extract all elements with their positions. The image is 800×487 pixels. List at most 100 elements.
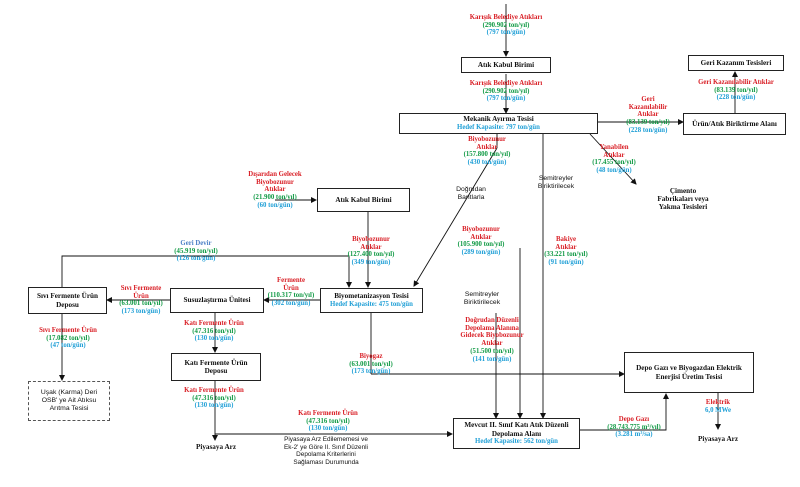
flow-name: Biyobozunur <box>468 136 506 143</box>
flow-name: Doğrudan Düzenli <box>465 317 519 324</box>
flow-value-day: (797 ton/gün) <box>486 29 526 37</box>
box-capacity: Hedef Kapasite: 797 ton/gün <box>457 123 540 131</box>
flow-value-day: (430 ton/gün) <box>467 159 507 167</box>
arrow-mekanik-biyomet <box>413 147 498 287</box>
label-bakiye: Bakiye Atıklar (33.221 ton/yıl) (91 ton/… <box>533 236 599 267</box>
flow-value-day: (3.281 m³/sa) <box>615 431 653 439</box>
label-top-input: Karışık Belediye Atıkları (290.902 ton/y… <box>456 14 556 37</box>
box-atik-kabul-2: Atık Kabul Birimi <box>317 188 410 212</box>
label-kati-fermente-2: Katı Fermente Ürün (47.316 ton/yıl) (130… <box>176 387 252 410</box>
flow-value-day: (228 ton/gün) <box>716 94 756 102</box>
flow-name: Biyobozunur <box>256 178 294 186</box>
flow-name: Gidecek Biyobozunur <box>460 332 524 340</box>
box-urun-alani: Ürün/Atık Biriktirme Alanı <box>683 113 786 135</box>
label-biyobozunur-right: Biyobozunur Atıklar (105.900 ton/yıl) (2… <box>446 226 516 257</box>
note-text: Semitreyler <box>538 175 574 182</box>
label-piyasa-arz-2: Piyasaya Arz <box>683 435 753 443</box>
box-label: Katı Fermente Ürün Deposu <box>184 358 248 375</box>
box-geri-kazanim: Geri Kazanım Tesisleri <box>688 55 784 71</box>
flow-name: Kazanılabilir <box>628 103 668 111</box>
label-dogrudan-duzenli: Doğrudan Düzenli Depolama Alanına Gidece… <box>444 317 540 363</box>
flow-name: Sıvı Fermente <box>120 285 162 292</box>
label-kati-fermente-3: Katı Fermente Ürün (47.316 ton/yıl) (130… <box>290 410 366 433</box>
box-susuzlastirma: Susuzlaştırma Ünitesi <box>170 288 264 313</box>
label-fermente-urun: Fermente Ürün (110.317 ton/yıl) (302 ton… <box>258 277 324 308</box>
flow-name: Biyogaz <box>359 353 383 360</box>
flow-value-day: (48 ton/gün) <box>596 167 632 175</box>
label-biyobozunur-kabul: Biyobozunur Atıklar (127.400 ton/yıl) (3… <box>336 236 406 267</box>
flow-name: Katı Fermente Ürün <box>184 320 244 327</box>
box-sivi-depo: Sıvı Fermente Ürün Deposu <box>28 287 107 314</box>
label-geri-devir: Geri Devir (45.919 ton/yıl) (126 ton/gün… <box>164 240 228 263</box>
label-sivi-fermente: Sıvı Fermente Ürün (63.001 ton/yıl) (173… <box>110 285 172 316</box>
flow-value-day: (130 ton/gün) <box>194 335 234 343</box>
box-label: Mevcut II. Sınıf Katı Atık Düzenli Depol… <box>464 421 569 438</box>
flow-value-year: (110.317 ton/yıl) <box>267 292 315 300</box>
box-mekanik-ayirma: Mekanik Ayırma Tesisi Hedef Kapasite: 79… <box>399 113 598 134</box>
box-label: Atık Kabul Birimi <box>335 195 392 204</box>
flow-value-year: (157.800 ton/yıl) <box>463 151 511 159</box>
flow-value-year: (47.316 ton/yıl) <box>192 327 236 335</box>
note-text: Semitreyler <box>464 291 500 298</box>
flow-name: Depo Gazı <box>618 416 650 423</box>
flow-name: Atıklar <box>603 151 625 159</box>
flow-name: Geri Devir <box>180 240 212 247</box>
flow-name: Depolama Alanına <box>465 324 519 332</box>
flow-value-day: (349 ton/gün) <box>351 259 391 267</box>
note-text: Ek-2' ye Göre II. Sınıf Düzenli <box>284 443 368 451</box>
label-gk-atik-left: Geri Kazanılabilir Atıklar (83.139 ton/y… <box>616 96 680 135</box>
flow-value-year: (17.455 ton/yıl) <box>592 159 636 167</box>
label-semitreyler-1: Semitreyler Biriktirilecek <box>530 175 582 191</box>
box-capacity: Hedef Kapasite: 562 ton/gün <box>475 437 558 445</box>
note-text: Bantlarla <box>457 194 485 202</box>
note-text: Sağlaması Durumunda <box>293 458 359 466</box>
box-depo-gazi-tesisi: Depo Gazı ve Biyogazdan Elektrik Enerjis… <box>624 352 754 393</box>
flow-name: Bakiye <box>555 236 576 243</box>
label-yanabilen: Yanabilen Atıklar (17.455 ton/yıl) (48 t… <box>584 144 644 175</box>
box-label: Mekanik Ayırma Tesisi <box>463 115 534 124</box>
label-cimento: Çimento Fabrikaları veya Yakma Tesisleri <box>646 187 720 212</box>
flow-value-day: (130 ton/gün) <box>194 402 234 410</box>
flow-value-year: (105.900 ton/yıl) <box>457 241 505 249</box>
flow-value-year: (63.001 ton/yıl) <box>119 300 163 308</box>
flow-value-year: (28.743.775 m³/yıl) <box>607 423 661 431</box>
flow-name: Atıklar <box>555 243 577 251</box>
label-piyasa-arz-1: Piyasaya Arz <box>181 443 251 451</box>
destination-text: Piyasaya Arz <box>195 443 237 451</box>
flow-value-day: (173 ton/gün) <box>351 368 391 376</box>
box-label: Uşak (Karma) Deri OSB' ye Ait Atıksu Arı… <box>40 389 98 412</box>
flow-value-day: (302 ton/gün) <box>271 300 311 308</box>
flow-value-day: (126 ton/gün) <box>176 255 216 263</box>
box-label: Biyometanizasyon Tesisi <box>334 292 409 301</box>
destination-text: Yakma Tesisleri <box>658 203 708 212</box>
flow-name: Atıklar <box>264 186 286 194</box>
flow-name: Karışık Belediye Atıkları <box>469 14 543 21</box>
flow-value-year: (17.082 ton/yıl) <box>46 334 90 342</box>
box-label: Atık Kabul Birimi <box>477 60 535 69</box>
label-gk-atik: Geri Kazanılabilir Atıklar (83.139 ton/y… <box>684 79 788 102</box>
flow-name: Katı Fermente Ürün <box>184 387 244 394</box>
box-capacity: Hedef Kapasite: 475 ton/gün <box>330 300 413 308</box>
flow-value-year: (51.500 ton/yıl) <box>470 347 514 355</box>
box-label: Depo Gazı ve Biyogazdan Elektrik Enerjis… <box>636 364 742 381</box>
flow-value-day: (130 ton/gün) <box>308 425 348 433</box>
flow-name: Atıklar <box>481 340 503 348</box>
label-semitreyler-2: Semitreyler Biriktirilecek <box>456 291 508 307</box>
flow-name: Geri <box>641 96 655 103</box>
flow-value: 6,0 MWe <box>704 406 732 414</box>
label-elektrik: Elektrik 6,0 MWe <box>694 399 742 414</box>
box-kati-depo: Katı Fermente Ürün Deposu <box>171 353 261 381</box>
flow-value-year: (63.001 ton/yıl) <box>349 360 393 368</box>
flow-value-day: (60 ton/gün) <box>257 201 293 209</box>
destination-text: Fabrikaları veya <box>657 195 709 204</box>
flow-value-year: (47.316 ton/yıl) <box>306 417 350 425</box>
arrow-mekanik-cimento <box>589 133 637 185</box>
flow-name: Yanabilen <box>599 144 629 151</box>
label-kati-fermente-1: Katı Fermente Ürün (47.316 ton/yıl) (130… <box>176 320 252 343</box>
flow-name: Dışarıdan Gelecek <box>248 171 302 178</box>
flow-name: Biyobozunur <box>352 236 390 243</box>
destination-text: Çimento <box>669 187 697 195</box>
label-sivi-fermente-2: Sıvı Fermente Ürün (17.082 ton/yıl) (47 … <box>28 327 108 350</box>
label-biyobozunur-mekanik: Biyobozunur Atıklar (157.800 ton/yıl) (4… <box>452 136 522 167</box>
label-after-kabul: Karışık Belediye Atıkları (290.902 ton/y… <box>456 80 556 103</box>
